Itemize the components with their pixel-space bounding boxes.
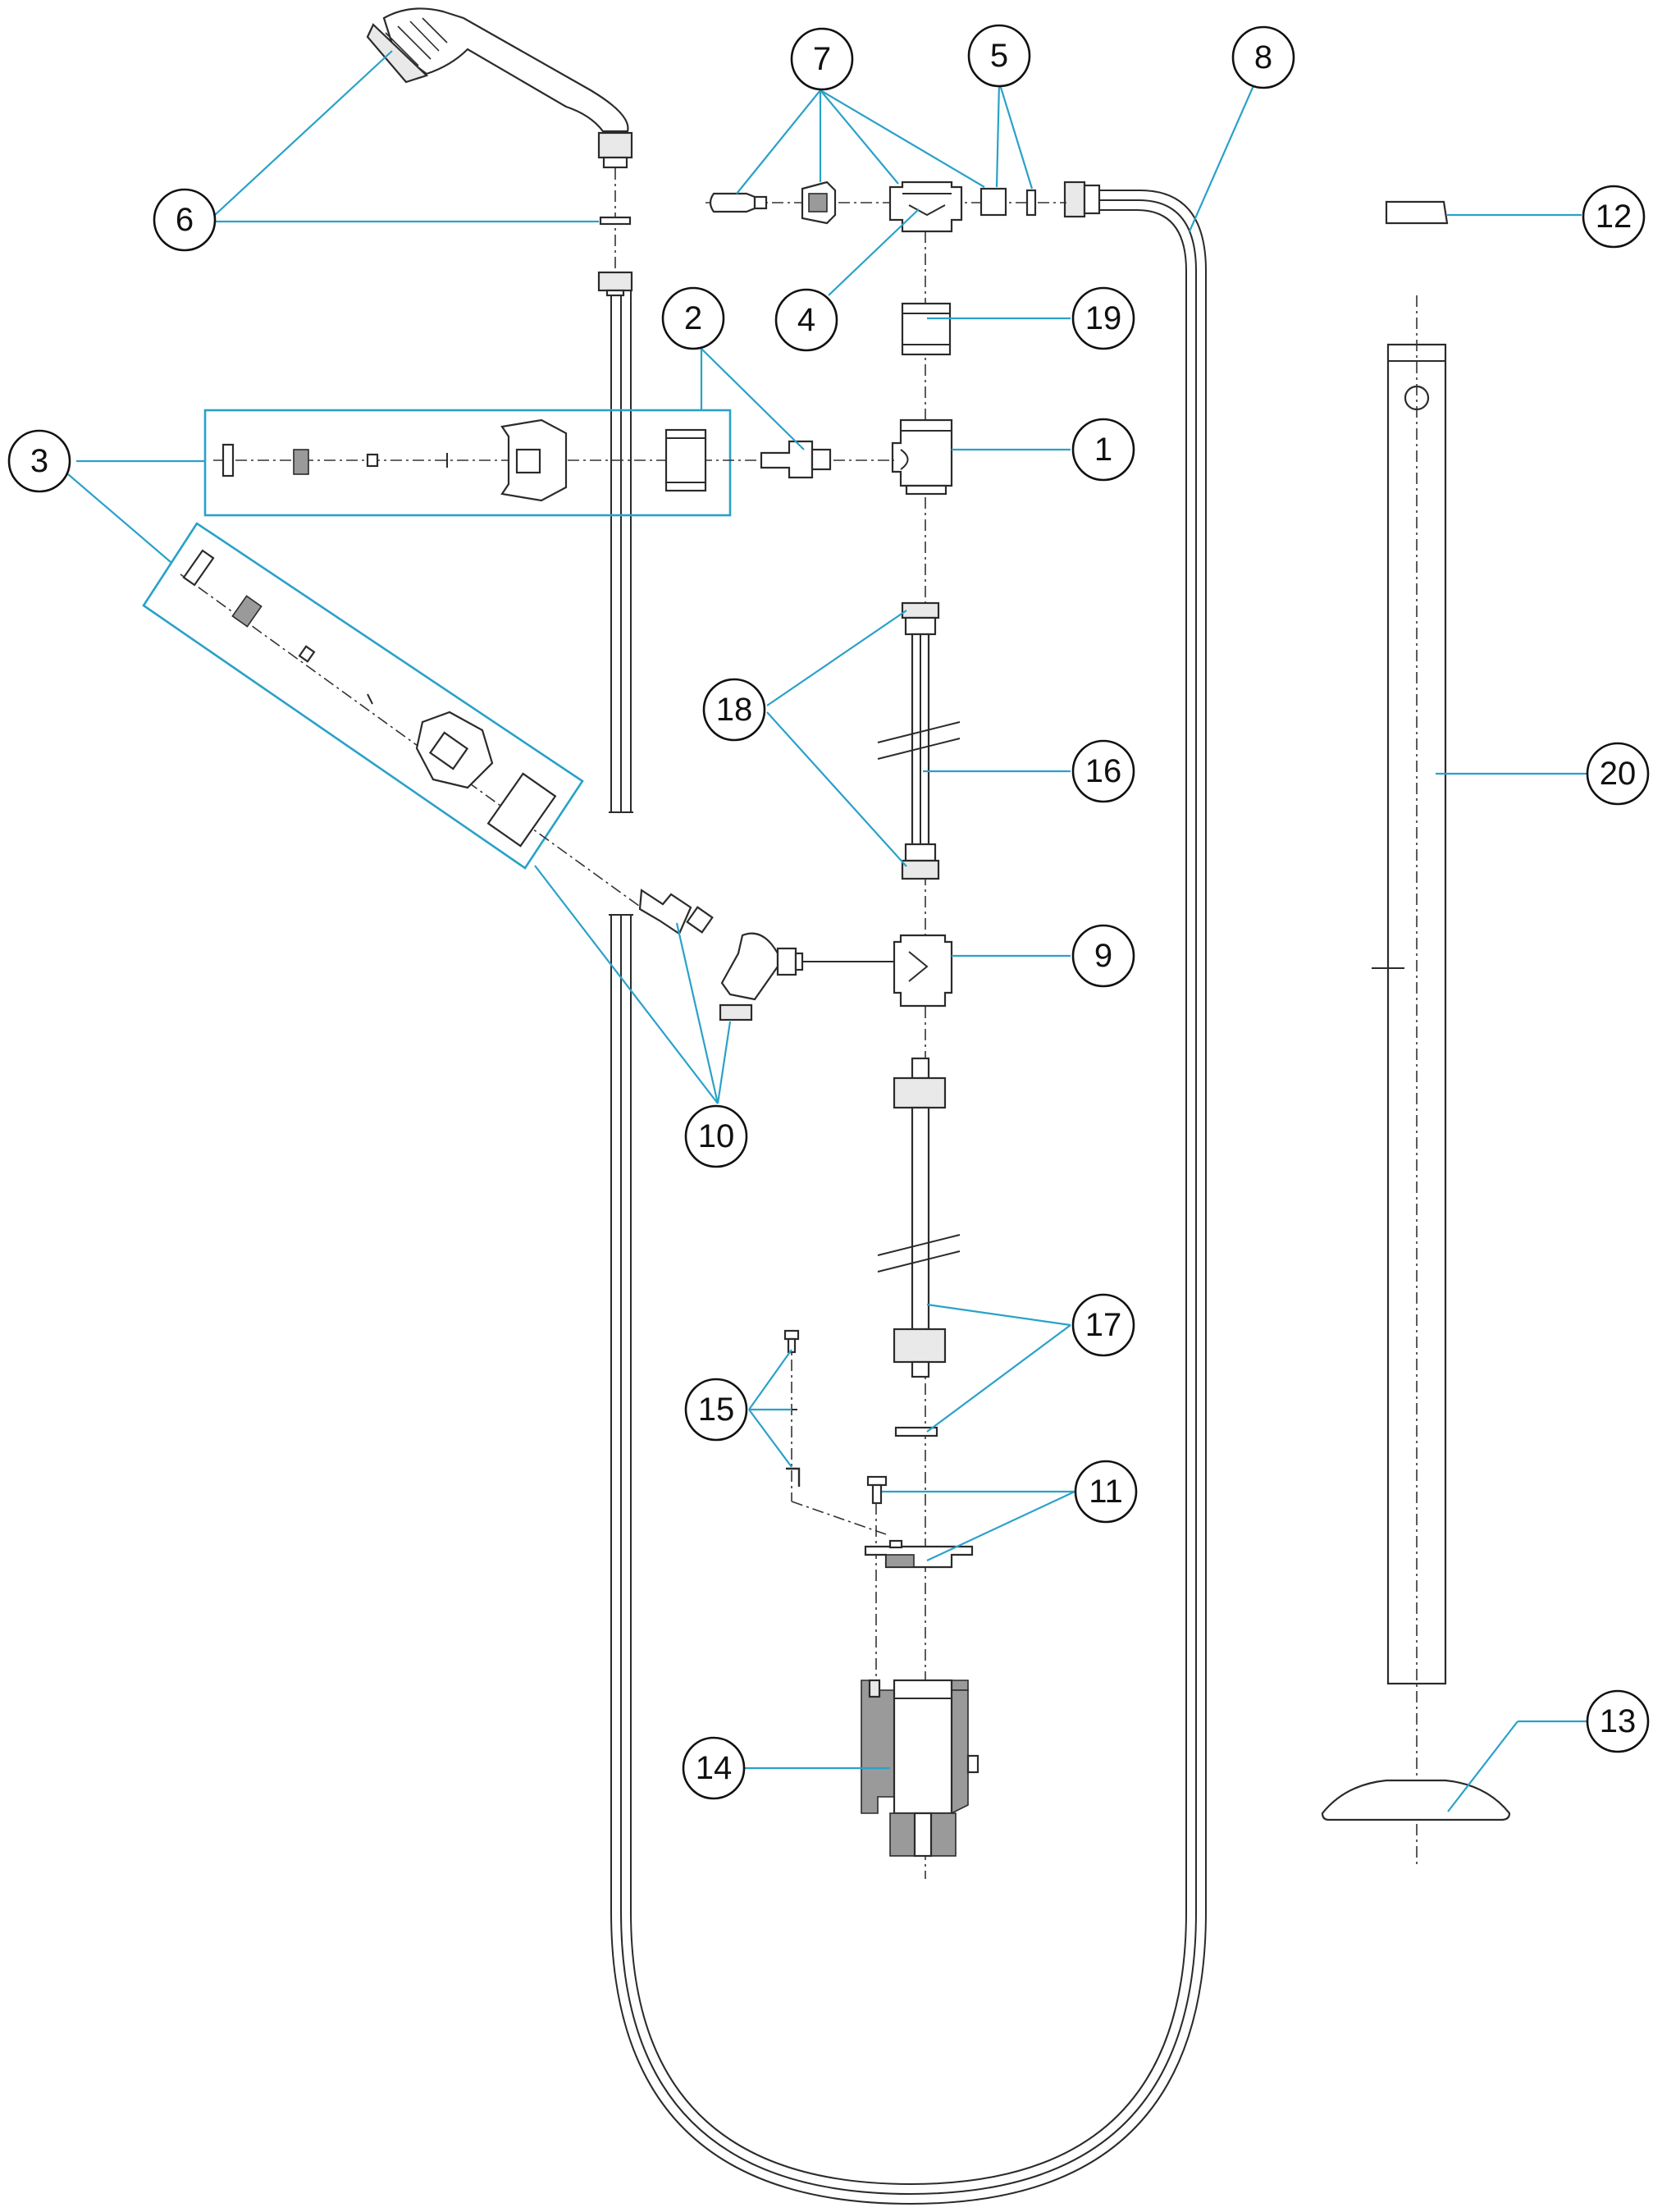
callout-10: 10 — [684, 1104, 748, 1168]
top-fitting-assembly — [705, 181, 1066, 233]
svg-text:20: 20 — [1600, 756, 1637, 792]
svg-text:8: 8 — [1254, 39, 1272, 75]
svg-text:15: 15 — [698, 1392, 735, 1428]
callout-15: 15 — [684, 1378, 748, 1442]
callout-2: 2 — [661, 286, 725, 350]
callout-14: 14 — [682, 1736, 746, 1800]
svg-text:14: 14 — [696, 1750, 733, 1786]
tee-1 — [891, 418, 953, 496]
shower-head-6 — [366, 7, 633, 297]
callout-18: 18 — [702, 678, 766, 742]
hose-8 — [603, 181, 1207, 2205]
base-plate-13 — [1321, 1779, 1511, 1821]
svg-text:5: 5 — [990, 38, 1008, 74]
nipple-19 — [901, 302, 952, 356]
post-20 — [1372, 295, 1447, 1867]
callout-8: 8 — [1231, 25, 1295, 89]
valve-10 — [638, 889, 894, 1021]
svg-text:11: 11 — [1089, 1474, 1123, 1510]
assembly-box-upper — [203, 409, 894, 517]
callout-16: 16 — [1071, 739, 1135, 803]
svg-text:9: 9 — [1094, 938, 1112, 974]
pipe-17 — [877, 1057, 961, 1437]
callout-1: 1 — [1071, 418, 1135, 482]
callout-4: 4 — [774, 288, 838, 352]
callout-7: 7 — [790, 27, 854, 91]
svg-text:18: 18 — [716, 692, 753, 728]
callout-6: 6 — [153, 188, 217, 252]
callout-13: 13 — [1586, 1689, 1650, 1753]
cap-12 — [1385, 200, 1449, 225]
tee-9 — [893, 934, 953, 1008]
callout-20: 20 — [1586, 742, 1650, 806]
callout-3: 3 — [7, 429, 71, 493]
parts-15 — [783, 1329, 887, 1535]
callout-11: 11 — [1074, 1460, 1138, 1524]
svg-text:19: 19 — [1085, 300, 1122, 336]
pipe-16 — [877, 601, 961, 880]
callout-9: 9 — [1071, 924, 1135, 988]
svg-text:10: 10 — [698, 1118, 735, 1154]
svg-text:1: 1 — [1094, 432, 1112, 468]
svg-text:2: 2 — [684, 300, 702, 336]
svg-text:13: 13 — [1600, 1703, 1637, 1739]
callout-5: 5 — [967, 24, 1031, 88]
leader-lines — [67, 50, 1587, 1812]
svg-text:16: 16 — [1085, 753, 1122, 789]
svg-text:17: 17 — [1085, 1307, 1122, 1343]
socket-14 — [861, 1679, 979, 1858]
svg-text:4: 4 — [797, 302, 815, 338]
assembly-box-rotated — [142, 522, 649, 913]
svg-text:6: 6 — [176, 202, 194, 238]
callout-17: 17 — [1071, 1293, 1135, 1357]
callout-12: 12 — [1582, 185, 1646, 249]
callout-19: 19 — [1071, 286, 1135, 350]
svg-text:3: 3 — [30, 443, 48, 479]
svg-text:12: 12 — [1596, 199, 1632, 235]
svg-text:7: 7 — [813, 41, 831, 77]
